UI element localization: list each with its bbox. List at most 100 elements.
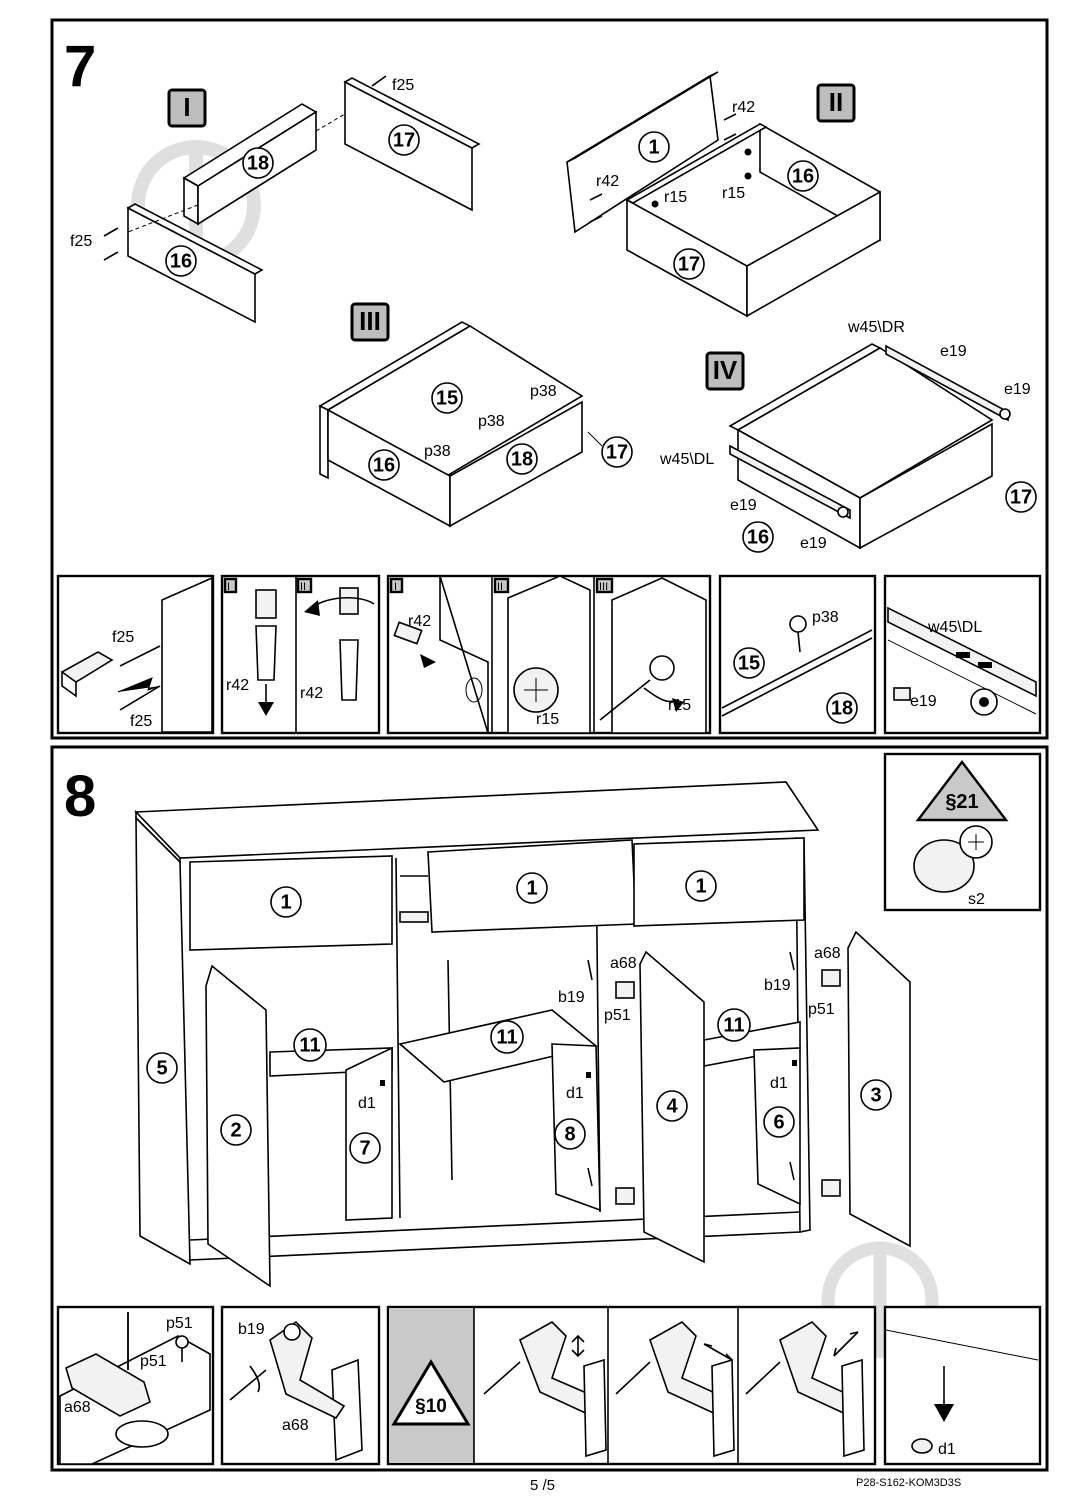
step-8-detail-2: b19 a68 [220, 1305, 381, 1466]
svg-text:16: 16 [747, 526, 769, 548]
fitting-label: r15 [664, 189, 687, 206]
part-6-marker: 6 [763, 1106, 795, 1138]
hinge-icon [821, 969, 841, 987]
panel-16-top [126, 203, 264, 275]
svg-text:17: 17 [393, 129, 415, 151]
svg-text:17: 17 [678, 253, 700, 275]
panel-18-end [183, 176, 199, 226]
fitting-label: r42 [596, 173, 619, 190]
cover-cap-icon [913, 839, 975, 893]
fitting-label: d1 [358, 1095, 376, 1112]
detail-label: e19 [910, 693, 937, 710]
part-16-marker: 16 [787, 160, 819, 192]
detail-label: f25 [130, 713, 152, 730]
substep-II: II 1 16 17 r42 r42 r15 r15 [566, 71, 881, 318]
fitting-label: a68 [610, 955, 637, 972]
fitting-label: a68 [814, 945, 841, 962]
fitting-label: p38 [424, 443, 451, 460]
hinge-icon [821, 1179, 841, 1197]
part-15-marker: 15 [431, 382, 463, 414]
step-7-frame [50, 18, 1049, 740]
detail-label: a68 [282, 1417, 309, 1434]
svg-text:5: 5 [156, 1057, 167, 1079]
svg-text:11: 11 [496, 1026, 517, 1048]
svg-text:2: 2 [230, 1119, 241, 1141]
part-2-marker: 2 [220, 1114, 252, 1146]
svg-text:18: 18 [511, 448, 533, 470]
svg-text:17: 17 [606, 441, 628, 463]
fitting-label: e19 [800, 535, 827, 552]
svg-text:1: 1 [648, 136, 659, 158]
detail-label: f25 [112, 629, 134, 646]
svg-text:16: 16 [373, 454, 395, 476]
page-number: 5 /5 [530, 1477, 555, 1494]
fitting-label: p38 [530, 383, 557, 400]
part-1-marker: 1 [270, 886, 302, 918]
fitting-label: f25 [70, 233, 92, 250]
runner-right [885, 344, 1009, 422]
svg-text:11: 11 [299, 1034, 320, 1056]
part-16-marker: 16 [165, 245, 197, 277]
svg-text:I: I [394, 581, 397, 593]
svg-text:11: 11 [723, 1014, 744, 1036]
svg-text:1: 1 [526, 877, 537, 899]
fitting-label: e19 [940, 343, 967, 360]
step-7-detail-5: w45\DL e19 [883, 574, 1042, 735]
svg-text:II: II [497, 581, 503, 593]
part-1-marker: 1 [685, 870, 717, 902]
part-17-marker: 17 [1005, 481, 1037, 513]
step-8-number: 8 [64, 764, 96, 829]
svg-text:1: 1 [695, 875, 706, 897]
fitting-label: d1 [770, 1075, 788, 1092]
svg-text:7: 7 [359, 1137, 370, 1159]
svg-text:III: III [599, 581, 608, 593]
fitting-label: p38 [478, 413, 505, 430]
fitting-label: b19 [764, 977, 791, 994]
panel-1-top [566, 71, 719, 163]
part-16-marker: 16 [742, 521, 774, 553]
part-18-marker: 18 [506, 443, 538, 475]
badge-label: §21 [945, 791, 978, 813]
warning-triangle-icon [391, 1359, 471, 1426]
part-18-marker: 18 [826, 692, 858, 724]
part-16-marker: 16 [368, 449, 400, 481]
part-17-marker: 17 [673, 248, 705, 280]
detail-label: a68 [64, 1399, 91, 1416]
detail-label: r15 [668, 697, 691, 714]
detail-label: r15 [536, 711, 559, 728]
part-4-marker: 4 [656, 1090, 688, 1122]
svg-text:17: 17 [1010, 486, 1032, 508]
fitting-label: r15 [722, 185, 745, 202]
svg-text:6: 6 [773, 1111, 784, 1133]
fitting-label: b19 [558, 989, 585, 1006]
svg-text:II: II [300, 581, 306, 593]
detail-label: p51 [166, 1315, 193, 1332]
fitting-label: f25 [392, 77, 414, 94]
detail-label: r42 [226, 677, 249, 694]
fitting-label: p51 [604, 1007, 631, 1024]
svg-text:1: 1 [280, 891, 291, 913]
part-5-marker: 5 [146, 1052, 178, 1084]
part-11-marker: 11 [717, 1008, 751, 1042]
panel-side-top [625, 123, 768, 204]
step-7-detail-4: p38 15 18 [718, 574, 877, 735]
fitting-label: e19 [1004, 381, 1031, 398]
part-7-marker: 7 [349, 1132, 381, 1164]
step-7-number: 7 [64, 34, 96, 99]
panel-17-top [343, 77, 481, 149]
document-code: P28-S162-KOM3D3S [856, 1477, 961, 1489]
part-15-marker: 15 [733, 647, 765, 679]
panel-back-end [319, 404, 329, 480]
panel-17-front [859, 422, 993, 550]
part-3-marker: 3 [860, 1079, 892, 1111]
svg-text:18: 18 [831, 697, 853, 719]
fitting-label: e19 [730, 497, 757, 514]
step-7-detail-2: I II r42 r42 [220, 574, 381, 735]
substep-III: III 15 16 18 17 p38 p38 p38 [318, 302, 633, 528]
step-7-detail-1: f25 f25 [56, 574, 215, 735]
roman-label: I [183, 92, 190, 122]
detail-label: r42 [300, 685, 323, 702]
hinge-icon [615, 1187, 635, 1205]
svg-text:16: 16 [792, 165, 814, 187]
